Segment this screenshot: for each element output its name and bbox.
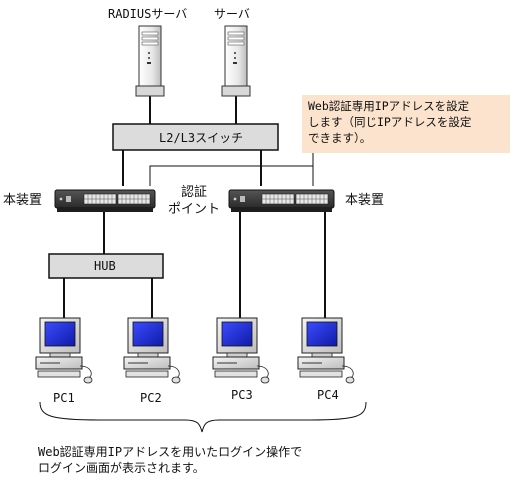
pc2-label: PC2 — [140, 391, 162, 405]
network-links — [63, 96, 326, 318]
auth-point-label-line2: ポイント — [168, 202, 221, 217]
callout-line-2: します（同じIPアドレスを設定 — [308, 115, 472, 129]
footnote-line-2: ログイン画面が表示されます。 — [38, 461, 205, 475]
hub-label: HUB — [94, 259, 116, 273]
callout-line-3: できます）。 — [308, 131, 372, 145]
server-label: サーバ — [214, 7, 250, 21]
footnote-line-1: Web認証専用IPアドレスを用いたログイン操作で — [38, 445, 303, 459]
right-device-label: 本装置 — [345, 193, 385, 208]
pc3-label: PC3 — [231, 388, 253, 402]
radius-server-label: RADIUSサーバ — [108, 7, 188, 21]
grouping-brace — [39, 401, 367, 433]
callout-line-1: Web認証専用IPアドレスを設定 — [308, 99, 470, 113]
radius-server-icon — [135, 25, 165, 97]
right-device-icon — [228, 189, 335, 212]
pc4-label: PC4 — [317, 388, 339, 402]
l2l3-switch-label: L2/L3スイッチ — [159, 131, 244, 145]
callout-leaders — [149, 153, 314, 186]
l2l3-switch-box — [112, 123, 279, 151]
server-icon — [221, 25, 251, 97]
callout-box: Web認証専用IPアドレスを設定 します（同じIPアドレスを設定 できます）。 — [302, 95, 510, 153]
left-device-label: 本装置 — [3, 193, 43, 208]
left-device-icon — [54, 189, 156, 212]
leader-left — [149, 153, 314, 186]
pc1-label: PC1 — [53, 391, 75, 405]
footnote: Web認証専用IPアドレスを用いたログイン操作で ログイン画面が表示されます。 — [38, 444, 302, 476]
hub-box — [48, 253, 164, 279]
pc1-icon — [35, 317, 93, 384]
auth-point-label-line1: 認証 — [181, 185, 208, 200]
pc4-icon — [297, 317, 355, 384]
pc3-icon — [212, 317, 270, 384]
pc2-icon — [123, 317, 181, 384]
